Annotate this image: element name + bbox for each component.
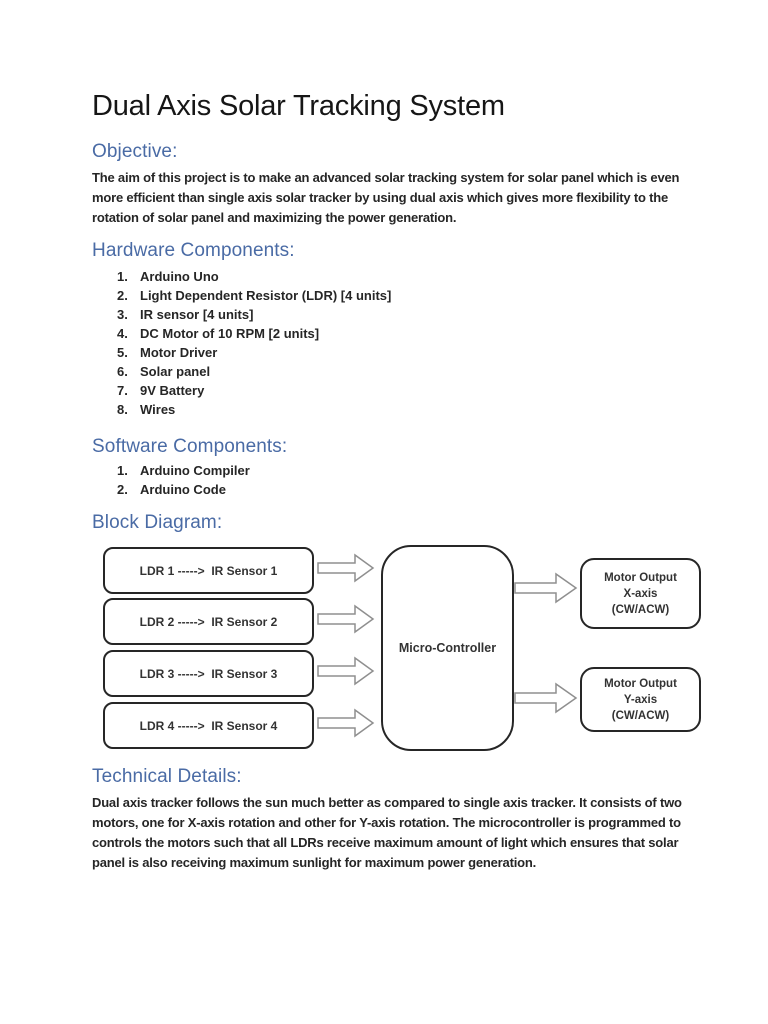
motor-output-line: Motor Output [604,677,677,690]
list-item-number: 5. [117,345,128,360]
right-block-arrow-icon [317,604,375,634]
list-item: 6. Solar panel [117,362,391,381]
diagram-input-box-ldr4: LDR 4 -----> IR Sensor 4 [103,702,314,749]
list-item-label: Wires [140,402,176,417]
list-item-label: Light Dependent Resistor (LDR) [4 units] [140,288,392,303]
list-item: 7. 9V Battery [117,381,391,400]
software-heading: Software Components: [92,436,288,457]
diagram-input-box-ldr3: LDR 3 -----> IR Sensor 3 [103,650,314,697]
right-block-arrow-icon [514,572,578,604]
right-block-arrow-icon [317,553,375,583]
motor-output-line: Y-axis [623,693,658,706]
list-item: 8. Wires [117,400,391,419]
page-title: Dual Axis Solar Tracking System [92,90,505,122]
list-item-label: Solar panel [140,364,211,379]
list-item: 2. Light Dependent Resistor (LDR) [4 unit… [117,286,391,305]
list-item-label: IR sensor [4 units] [140,307,254,322]
list-item-number: 1. [117,463,128,478]
list-item: 2. Arduino Code [117,480,250,499]
diagram-output-box-x-axis: Motor Output X-axis (CW/ACW) [580,558,701,629]
list-item-number: 2. [117,482,128,497]
list-item-label: 9V Battery [140,383,205,398]
objective-heading: Objective: [92,141,178,162]
list-item-number: 8. [117,402,128,417]
diagram-controller-box: Micro-Controller [381,545,514,751]
list-item-number: 4. [117,326,128,341]
list-item-label: Arduino Compiler [140,463,250,478]
list-item-label: Motor Driver [140,345,218,360]
list-item-number: 7. [117,383,128,398]
diagram-input-box-ldr2: LDR 2 -----> IR Sensor 2 [103,598,314,645]
right-block-arrow-icon [317,708,375,738]
list-item-label: DC Motor of 10 RPM [2 units] [140,326,320,341]
list-item-label: Arduino Uno [140,269,219,284]
technical-details-heading: Technical Details: [92,766,242,787]
software-list: 1. Arduino Compiler 2. Arduino Code [117,461,250,499]
diagram-output-box-y-axis: Motor Output Y-axis (CW/ACW) [580,667,701,732]
list-item: 1. Arduino Compiler [117,461,250,480]
list-item-label: Arduino Code [140,482,226,497]
motor-output-line: Motor Output [604,571,677,584]
hardware-heading: Hardware Components: [92,240,295,261]
right-block-arrow-icon [514,682,578,714]
list-item: 3. IR sensor [4 units] [117,305,391,324]
list-item: 5. Motor Driver [117,343,391,362]
hardware-list: 1. Arduino Uno 2. Light Dependent Resistor… [117,267,391,419]
motor-output-line: (CW/ACW) [611,603,670,616]
objective-paragraph: The aim of this project is to make an ad… [92,170,680,225]
list-item: 4. DC Motor of 10 RPM [2 units] [117,324,391,343]
list-item: 1. Arduino Uno [117,267,391,286]
list-item-number: 1. [117,269,128,284]
list-item-number: 3. [117,307,128,322]
right-block-arrow-icon [317,656,375,686]
motor-output-line: (CW/ACW) [611,709,670,722]
list-item-number: 6. [117,364,128,379]
block-diagram-heading: Block Diagram: [92,512,223,533]
diagram-input-box-ldr1: LDR 1 -----> IR Sensor 1 [103,547,314,594]
motor-output-line: X-axis [623,587,658,600]
list-item-number: 2. [117,288,128,303]
technical-details-paragraph: Dual axis tracker follows the sun much b… [92,795,682,870]
